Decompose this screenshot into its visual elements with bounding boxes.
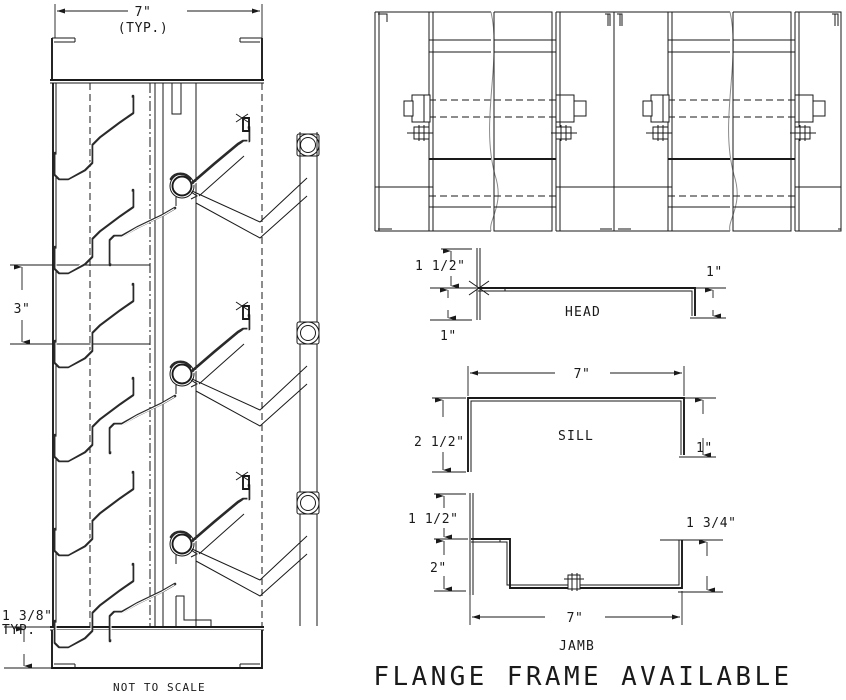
dimension-spacing-3in: 3" bbox=[10, 264, 150, 345]
elevation-bottom-tab bbox=[175, 595, 212, 627]
elevation-head-channel bbox=[50, 37, 264, 84]
plan-bolt-4 bbox=[794, 94, 826, 123]
dimension-sill-right: 1" bbox=[679, 397, 716, 458]
plan-view-group bbox=[374, 11, 842, 232]
linkage-assembly-1 bbox=[169, 113, 320, 626]
plan-panel-3 bbox=[614, 11, 738, 232]
plan-fastener-2 bbox=[551, 125, 577, 141]
dim-bottom-typ: TYP. bbox=[2, 623, 36, 638]
plan-panel-4 bbox=[732, 11, 842, 232]
louver-blade-1 bbox=[53, 94, 135, 181]
dimension-head-left: 1 1/2" 1" bbox=[415, 248, 476, 344]
louver-blade-5 bbox=[53, 470, 135, 557]
dim-bottom-value: 1 3/8" bbox=[2, 609, 53, 624]
dim-width-value: 7" bbox=[135, 5, 152, 20]
dim-sill-top: 7" bbox=[574, 367, 591, 382]
dimension-bottom-1-3-8in: 1 3/8" TYP. bbox=[2, 609, 53, 669]
dim-head-left-bottom: 1" bbox=[440, 329, 457, 344]
plan-panel-2 bbox=[493, 11, 615, 232]
dimension-sill-top: 7" bbox=[467, 366, 685, 396]
pivot-ring-2 bbox=[169, 360, 198, 394]
elevation-top-tab bbox=[171, 83, 182, 115]
dimension-sill-left: 2 1/2" bbox=[414, 397, 466, 473]
dim-jamb-left-top: 1 1/2" bbox=[408, 512, 459, 527]
plan-panel-1 bbox=[374, 11, 499, 232]
dim-width-typ: (TYP.) bbox=[118, 21, 169, 36]
sheet-title: FLANGE FRAME AVAILABLE bbox=[373, 662, 792, 692]
dimension-jamb-right: 1 3/4" bbox=[678, 516, 737, 593]
inner-hook-2 bbox=[108, 394, 177, 455]
dimension-width-7in: 7" (TYP.) bbox=[54, 4, 263, 38]
plan-fastener-1 bbox=[407, 125, 433, 141]
inner-hook-1 bbox=[108, 206, 177, 267]
dimension-head-right: 1" bbox=[690, 265, 726, 319]
dim-sill-right: 1" bbox=[696, 441, 713, 456]
linkage-assembly-2 bbox=[169, 301, 320, 427]
dim-spacing-value: 3" bbox=[14, 302, 31, 317]
jamb-center-clip bbox=[564, 573, 584, 591]
pivot-ring-1 bbox=[169, 172, 198, 206]
plan-bolt-3 bbox=[642, 94, 670, 123]
pivot-pin-3 bbox=[296, 491, 320, 515]
louver-blade-6 bbox=[53, 562, 135, 649]
louver-blade-3 bbox=[53, 282, 135, 369]
louver-blade-4 bbox=[53, 376, 135, 463]
plan-fastener-4 bbox=[790, 125, 816, 141]
inner-hook-3 bbox=[108, 582, 177, 643]
elevation-view-group: 7" (TYP.) bbox=[2, 4, 264, 669]
pivot-pin-1 bbox=[296, 132, 320, 626]
plan-bolt-1 bbox=[403, 94, 431, 123]
label-jamb: JAMB bbox=[559, 639, 595, 654]
label-sill: SILL bbox=[558, 429, 594, 444]
dimension-jamb-bottom: 7" bbox=[469, 591, 683, 626]
scale-note: NOT TO SCALE bbox=[113, 681, 206, 694]
plan-bolt-2 bbox=[555, 94, 587, 123]
pivot-pin-2 bbox=[296, 321, 320, 345]
dim-head-right: 1" bbox=[706, 265, 723, 280]
pivot-ring-3 bbox=[169, 530, 198, 564]
plan-fastener-3 bbox=[646, 125, 672, 141]
detail-jamb: 1 1/2" 2" 7" 1 3/4" JAMB bbox=[408, 493, 737, 654]
linkage-assembly-3 bbox=[169, 471, 320, 597]
dimension-jamb-left: 1 1/2" 2" bbox=[408, 493, 468, 592]
dim-jamb-right: 1 3/4" bbox=[686, 516, 737, 531]
dim-jamb-left-bottom: 2" bbox=[430, 561, 447, 576]
detail-sill: 7" 2 1/2" 1" SILL bbox=[414, 366, 716, 473]
louver-blade-2 bbox=[53, 188, 135, 275]
dim-sill-left: 2 1/2" bbox=[414, 435, 465, 450]
label-head: HEAD bbox=[565, 305, 601, 320]
detail-head: 1 1/2" 1" 1" HEAD bbox=[415, 248, 726, 344]
dim-head-left-top: 1 1/2" bbox=[415, 259, 466, 274]
dim-jamb-bottom: 7" bbox=[567, 611, 584, 626]
elevation-sill-channel bbox=[50, 626, 264, 669]
